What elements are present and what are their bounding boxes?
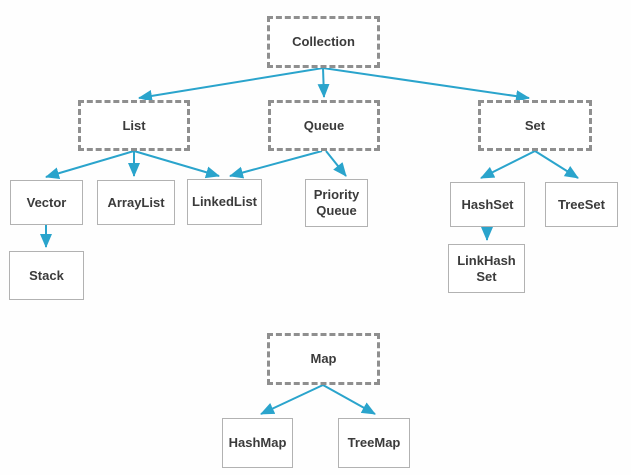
node-vector: Vector — [10, 180, 83, 225]
node-label: Map — [310, 351, 337, 367]
node-label: TreeMap — [347, 435, 401, 451]
node-label: LinkedList — [192, 194, 258, 210]
node-label: Queue — [303, 117, 345, 133]
node-arraylist: ArrayList — [97, 180, 175, 225]
node-treeset: TreeSet — [545, 182, 618, 227]
node-label: List — [122, 117, 146, 133]
edge-queue-linkedlist — [229, 150, 323, 179]
node-label: Set — [524, 117, 546, 133]
node-label: TreeSet — [558, 196, 605, 212]
edge-list-vector — [45, 150, 135, 180]
node-linkhash-set: LinkHash Set — [448, 244, 525, 293]
edge-collection-queue — [317, 67, 330, 98]
edge-collection-list — [138, 67, 324, 102]
node-set: Set — [478, 100, 592, 151]
edge-list-linkedlist — [133, 150, 220, 179]
node-priority-queue: Priority Queue — [305, 179, 368, 227]
node-map: Map — [267, 333, 380, 385]
node-collection: Collection — [267, 16, 380, 68]
edge-queue-priorityqueue — [325, 150, 347, 177]
node-label: ArrayList — [107, 194, 165, 210]
edge-collection-set — [322, 67, 530, 103]
node-label: HashSet — [461, 196, 514, 212]
node-label: Vector — [26, 194, 67, 210]
node-label: HashMap — [228, 435, 287, 451]
node-hashmap: HashMap — [222, 418, 293, 468]
edge-map-hashmap — [260, 384, 324, 415]
edge-map-treemap — [322, 384, 376, 415]
node-label: Priority Queue — [313, 187, 360, 218]
node-stack: Stack — [9, 251, 84, 300]
node-label: LinkHash Set — [457, 252, 516, 284]
edge-set-hashset — [480, 150, 536, 179]
node-label: Collection — [292, 34, 355, 50]
edge-set-treeset — [534, 150, 579, 179]
node-linkedlist: LinkedList — [187, 179, 262, 225]
node-hashset: HashSet — [450, 182, 525, 227]
node-treemap: TreeMap — [338, 418, 410, 468]
node-queue: Queue — [268, 100, 380, 151]
node-list: List — [78, 100, 190, 151]
node-label: Stack — [29, 267, 64, 283]
